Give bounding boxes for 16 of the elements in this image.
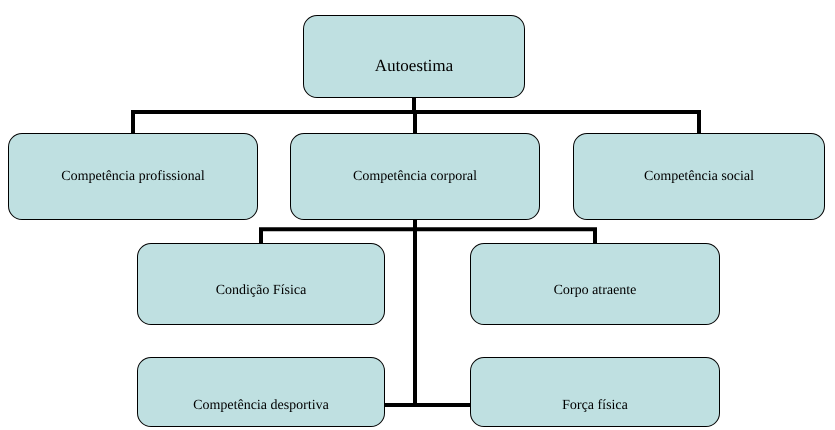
rounded-box — [290, 133, 540, 220]
box-label: Condição Física — [216, 282, 306, 299]
box-label: Força física — [562, 397, 628, 414]
box-label: Competência desportiva — [193, 397, 329, 414]
box-label: Autoestima — [374, 54, 454, 76]
rounded-box — [470, 243, 720, 325]
rounded-box — [303, 15, 525, 98]
rounded-box — [573, 133, 825, 220]
box-label: Competência profissional — [61, 168, 205, 184]
rounded-box — [137, 357, 385, 427]
box-label: Competência corporal — [352, 168, 477, 184]
box-label: Corpo atraente — [554, 282, 636, 299]
rounded-box — [8, 133, 258, 220]
rounded-box — [137, 243, 385, 325]
rounded-box — [470, 357, 720, 427]
box-label: Competência social — [644, 168, 754, 184]
